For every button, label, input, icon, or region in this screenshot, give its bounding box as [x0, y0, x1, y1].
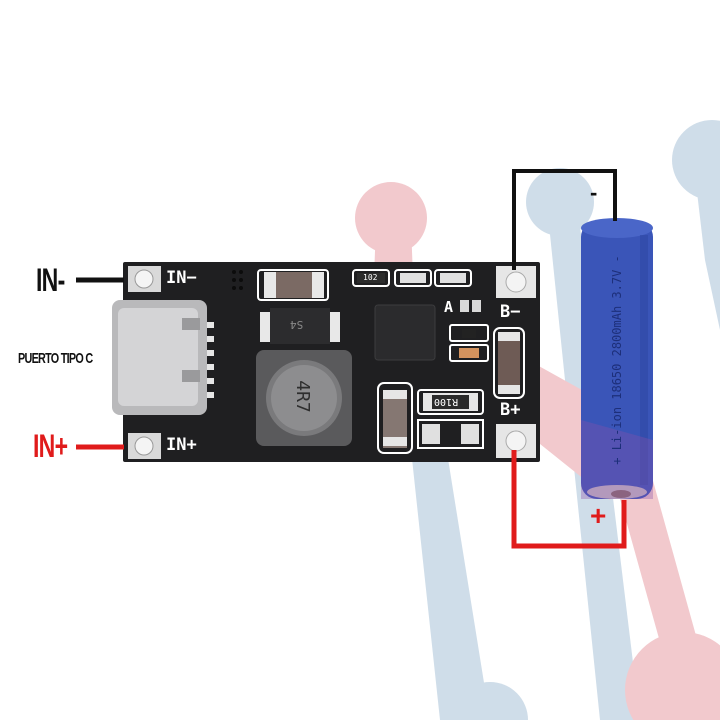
watermark-blue-pin-right [672, 120, 720, 330]
watermark-red-pin-bottom [612, 470, 720, 720]
label-in-plus: IN+ [33, 428, 68, 464]
pcb-label-in-minus: IN− [166, 268, 197, 288]
pcb-label-b-plus: B+ [500, 400, 521, 420]
label-battery-plus: + [590, 500, 607, 531]
label-usb-port: PUERTO TIPO C [18, 350, 93, 367]
pcb-label-a: A [444, 298, 454, 316]
wire-battery-positive [511, 450, 627, 549]
pcb-label-in-plus: IN+ [166, 435, 197, 455]
label-battery-minus: - [590, 180, 598, 205]
label-in-minus: IN- [36, 262, 65, 298]
watermark-blue-pin-bottom [410, 440, 528, 720]
battery-18650 [581, 218, 653, 499]
resistor-102-marking: 102 [363, 273, 378, 282]
wire-battery-negative [512, 169, 617, 270]
usb-c-connector [112, 300, 214, 415]
pcb-label-b-minus: B− [500, 302, 521, 322]
